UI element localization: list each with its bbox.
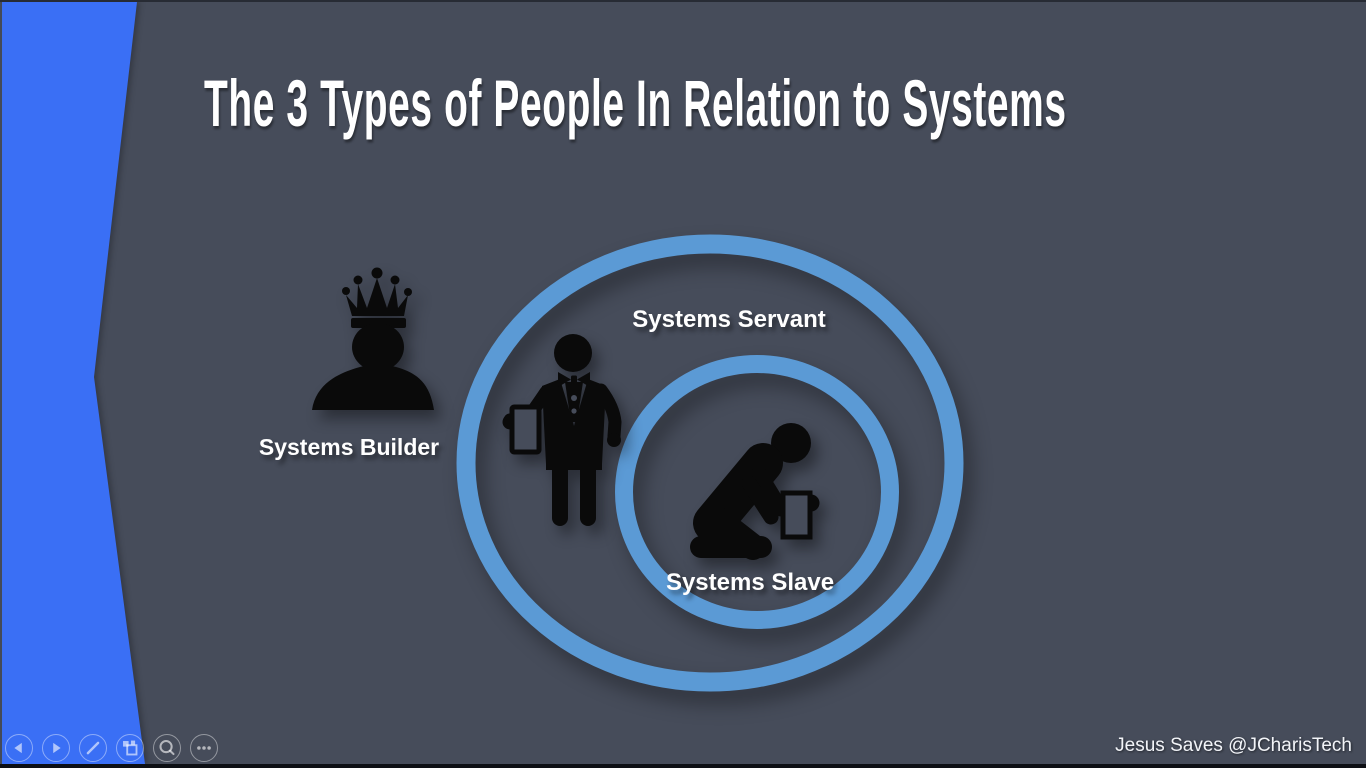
kneeling-person-phone-icon (690, 423, 820, 560)
slide-title: The 3 Types of People In Relation to Sys… (204, 66, 1067, 140)
outer-circle (456, 234, 964, 692)
builder-label: Systems Builder (258, 434, 440, 460)
zoom-slide-button[interactable] (153, 734, 181, 762)
pen-tools-button[interactable] (79, 734, 107, 762)
previous-slide-button[interactable] (5, 734, 33, 762)
accent-shape (2, 2, 145, 764)
more-options-button[interactable] (190, 734, 218, 762)
see-all-slides-button[interactable] (116, 734, 144, 762)
credit-text: Jesus Saves @JCharisTech (1115, 735, 1352, 756)
inner-circle (615, 355, 899, 629)
waiter-with-towel-icon (502, 334, 622, 526)
bottom-letterbox (0, 764, 1366, 768)
pen-icon (86, 741, 100, 755)
right-arrow-icon (53, 742, 61, 754)
slave-label: Systems Slave (665, 569, 835, 596)
ellipsis-icon (197, 746, 211, 750)
crowned-king-icon (312, 267, 434, 410)
next-slide-button[interactable] (42, 734, 70, 762)
left-arrow-icon (14, 742, 22, 754)
slides-grid-icon (123, 740, 138, 756)
servant-label: Systems Servant (632, 306, 826, 333)
slideshow-toolbar (5, 734, 218, 762)
magnifier-icon (159, 740, 175, 756)
top-letterbox (0, 0, 1366, 2)
